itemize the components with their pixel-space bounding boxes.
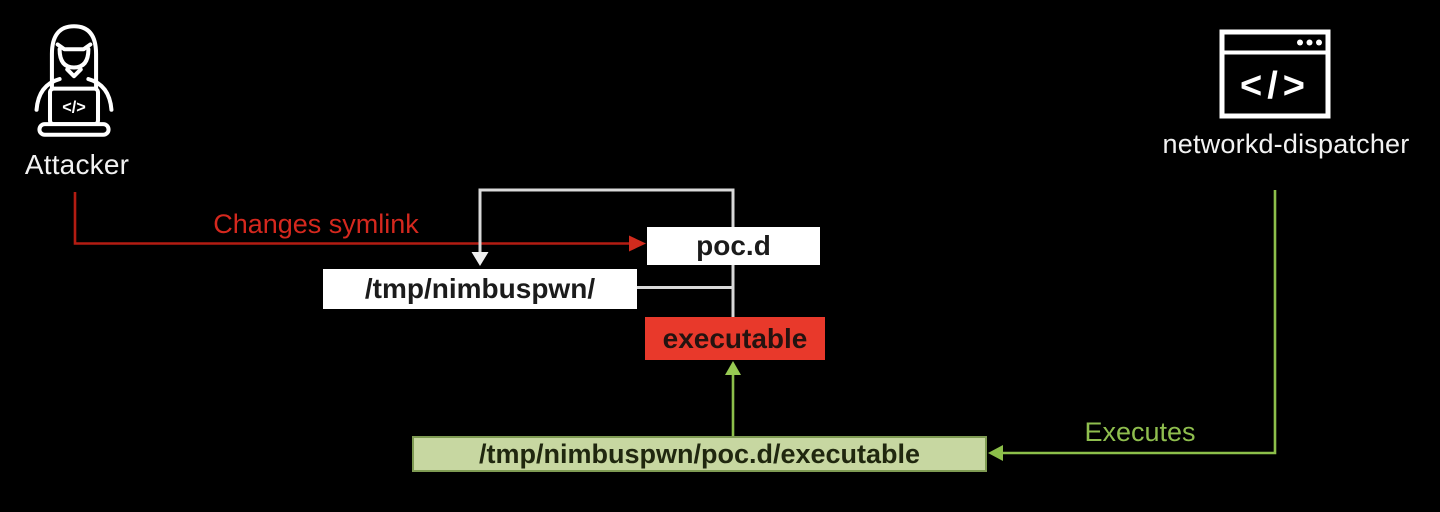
green-arrowhead-up bbox=[725, 361, 741, 375]
tmp-nimbuspwn-box: /tmp/nimbuspwn/ bbox=[323, 269, 637, 309]
browser-code-glyph: </> bbox=[1240, 65, 1310, 107]
white-arrowhead-down bbox=[471, 252, 489, 266]
executes-label: Executes bbox=[1084, 417, 1196, 447]
poc-d-box: poc.d bbox=[647, 227, 820, 265]
executable-box: executable bbox=[645, 317, 825, 360]
spawn-arrow bbox=[725, 361, 741, 436]
laptop-code-glyph: </> bbox=[62, 99, 86, 117]
changes-symlink-arrow bbox=[73, 192, 646, 252]
full-path-box: /tmp/nimbuspwn/poc.d/executable bbox=[412, 436, 987, 472]
window-dots-icon bbox=[1297, 39, 1322, 46]
red-arrowhead-right bbox=[629, 235, 646, 252]
browser-code-window-icon: </> bbox=[1219, 29, 1331, 119]
changes-symlink-label: Changes symlink bbox=[213, 209, 419, 239]
executes-arrow bbox=[988, 190, 1277, 461]
networkd-dispatcher-label: networkd-dispatcher bbox=[1162, 129, 1410, 159]
attacker-label: Attacker bbox=[24, 149, 130, 180]
green-arrowhead-left bbox=[988, 445, 1003, 461]
attacker-person-laptop-icon: </> bbox=[34, 24, 114, 137]
